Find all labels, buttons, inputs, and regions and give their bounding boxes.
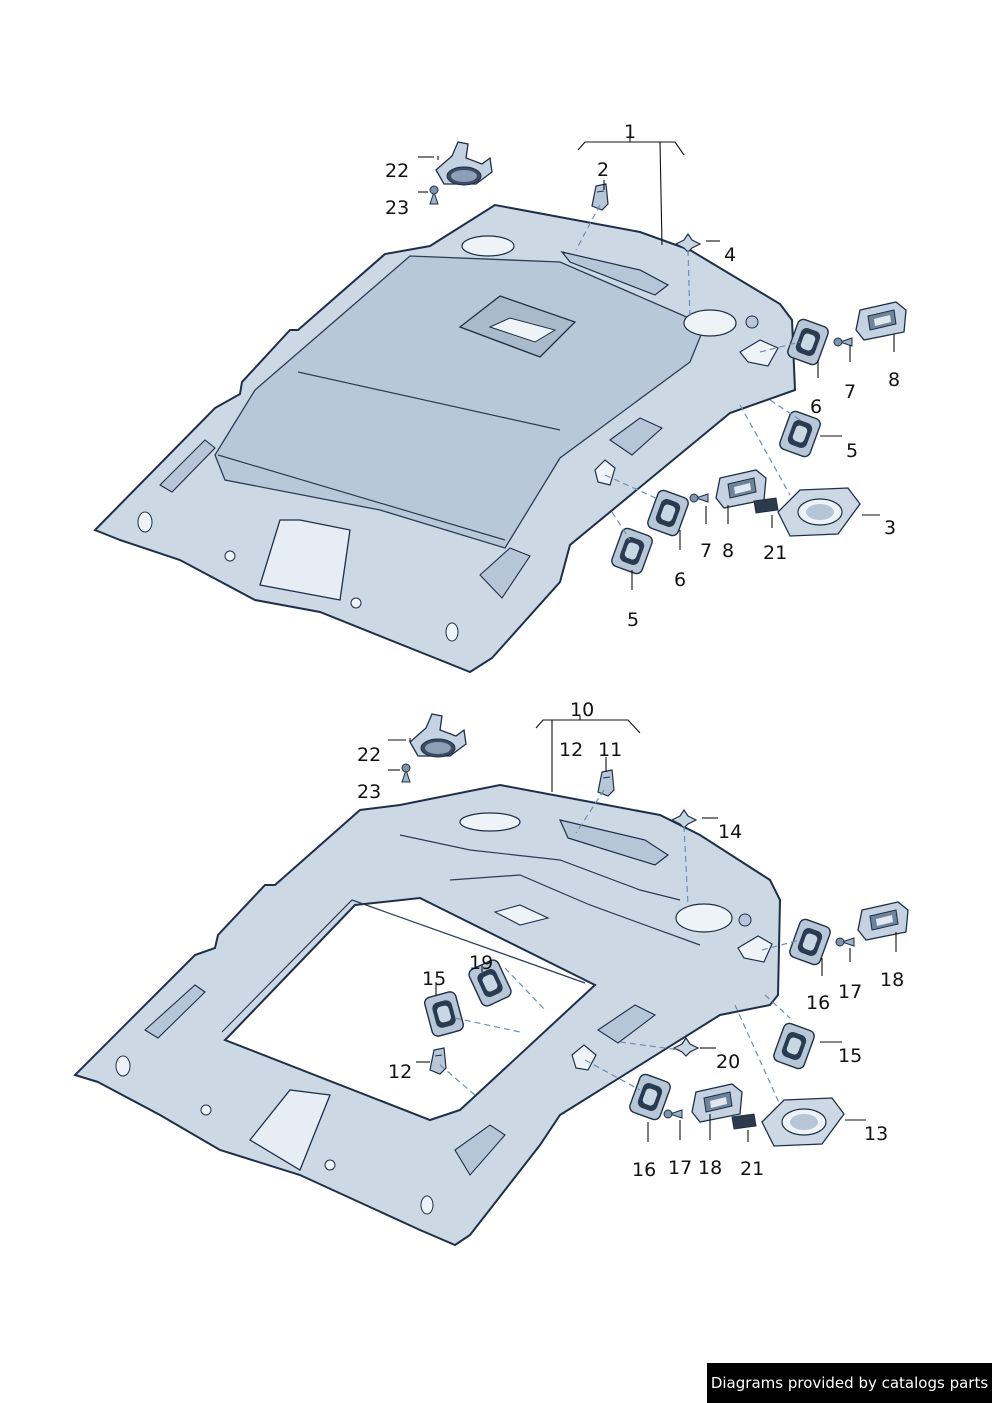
handle-bracket-icon [771,1021,817,1071]
top-leaders [418,130,895,590]
callout-7: 7 [844,381,856,403]
callout-13: 13 [864,1123,888,1145]
grab-handle-icon [857,901,909,941]
bottom-leaders [388,716,897,1142]
callout-16: 16 [806,992,830,1014]
callout-23: 23 [385,197,409,219]
callout-14: 14 [718,821,742,843]
callout-2: 2 [597,159,609,181]
screw-icon [401,763,411,783]
callout-17: 17 [668,1157,692,1179]
callout-22: 22 [357,744,381,766]
callout-10: 10 [570,699,594,721]
pad-icon [731,1113,757,1130]
handle-bracket-icon [609,526,655,576]
interior-lamp-icon [777,487,861,537]
callout-6: 6 [810,396,822,418]
screw-icon [835,937,855,947]
screw-icon [429,185,439,205]
callout-11: 11 [598,739,622,761]
speaker-grille-icon [409,713,467,758]
callout-3: 3 [884,517,896,539]
footer-credit: Diagrams provided by catalogs parts [707,1363,992,1403]
interior-lamp-icon [761,1097,845,1147]
pad-icon [753,497,779,514]
grab-handle-icon [855,301,907,341]
callout-5: 5 [846,440,858,462]
callout-16: 16 [632,1159,656,1181]
screw-icon [689,493,709,503]
callout-20: 20 [716,1051,740,1073]
speaker-grille-icon [435,141,493,186]
screw-icon [833,337,853,347]
callout-12: 12 [388,1061,412,1083]
callout-18: 18 [698,1157,722,1179]
callout-15: 15 [422,968,446,990]
callout-7: 7 [700,540,712,562]
callout-22: 22 [385,160,409,182]
callout-17: 17 [838,981,862,1003]
callout-5: 5 [627,609,639,631]
screw-icon [663,1109,683,1119]
callout-19: 19 [469,952,493,974]
callout-6: 6 [674,569,686,591]
callout-15: 15 [838,1045,862,1067]
bottom-labels: 10 11 12 12 13 14 15 15 16 16 17 17 18 1… [357,699,904,1181]
headliner-top [93,203,797,674]
callout-8: 8 [722,540,734,562]
callout-4: 4 [724,244,736,266]
callout-23: 23 [357,781,381,803]
callout-8: 8 [888,369,900,391]
top-labels: 1 2 3 4 5 5 6 6 7 7 8 8 21 22 23 [385,121,900,631]
callout-18: 18 [880,969,904,991]
callout-1: 1 [624,121,636,143]
callout-21: 21 [740,1158,764,1180]
callout-21: 21 [763,542,787,564]
callout-12: 12 [559,739,583,761]
handle-bracket-icon [645,488,691,538]
coat-hook-icon [597,769,615,797]
